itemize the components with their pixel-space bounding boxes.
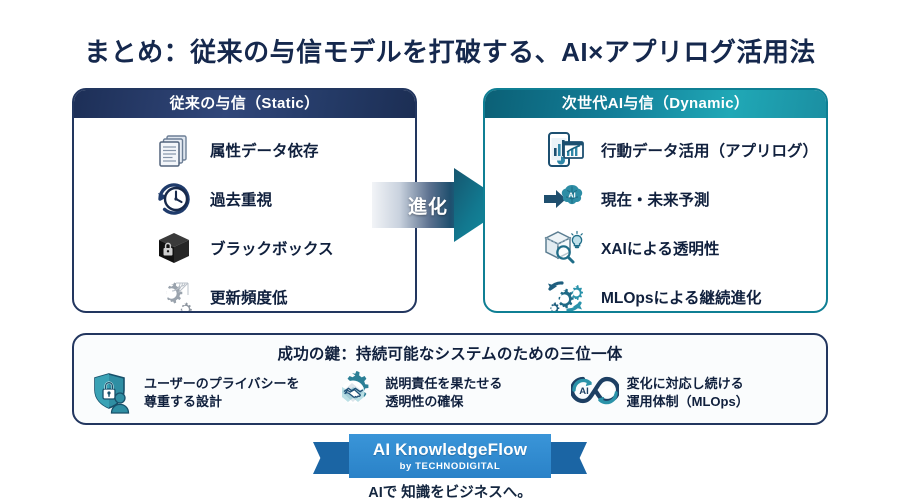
list-item-label: MLOpsによる継続進化 — [601, 289, 762, 307]
clock-rewind-icon — [152, 178, 196, 220]
black-box-lock-icon — [152, 227, 196, 269]
infinity-ai-cloud-icon: AI — [570, 370, 619, 416]
brand-name: AI KnowledgeFlow — [372, 440, 528, 459]
arrow-tail — [372, 182, 464, 228]
arrow-label: 進化 — [407, 196, 448, 218]
list-item-label: 行動データ活用（アプリログ） — [601, 143, 819, 161]
list-item: AI 変化に対応し続ける 運用体制（MLOps） — [570, 370, 812, 416]
success-keys-panel: 成功の鍵：持続可能なシステムのための三位一体 — [72, 333, 828, 425]
list-item: 過去重視 — [74, 177, 415, 221]
ai-credit-panel: 次世代AI与信（Dynamic） — [483, 88, 828, 313]
ai-panel-heading: 次世代AI与信（Dynamic） — [485, 90, 826, 118]
legacy-credit-panel: 従来の与信（Static） 属性データ依存 — [72, 88, 417, 313]
list-item-label: 属性データ依存 — [210, 143, 319, 161]
smartphone-analytics-icon — [543, 129, 587, 171]
list-item: AI 現在・未来予測 — [485, 177, 826, 221]
pillar-text: ユーザーのプライバシーを 尊重する設計 — [144, 375, 299, 410]
transparent-cube-magnifier-icon — [543, 227, 587, 269]
svg-text:AI: AI — [579, 386, 589, 397]
gears-cobweb-icon — [152, 276, 196, 311]
gear-handshake-icon — [329, 370, 377, 416]
pillar-line-1: ユーザーのプライバシーを — [144, 376, 300, 392]
list-item: ユーザーのプライバシーを 尊重する設計 — [88, 370, 329, 416]
pillars-row: ユーザーのプライバシーを 尊重する設計 — [74, 370, 826, 416]
pillar-line-2: 透明性の確保 — [385, 394, 464, 409]
pillar-line-1: 説明責任を果たせる — [385, 376, 503, 392]
footer-ribbon: AI KnowledgeFlow by TECHNODIGITAL AIで 知識… — [0, 434, 900, 502]
list-item-label: XAIによる透明性 — [601, 240, 720, 258]
ai-brain-icon: AI — [543, 178, 587, 220]
ribbon-banner: AI KnowledgeFlow by TECHNODIGITAL — [349, 434, 551, 478]
list-item: ブラックボックス — [74, 226, 415, 270]
list-item: MLOpsによる継続進化 — [485, 275, 826, 311]
list-item-label: 現在・未来予測 — [601, 192, 710, 210]
legacy-panel-heading: 従来の与信（Static） — [74, 90, 415, 118]
pillar-line-1: 変化に対応し続ける — [626, 376, 744, 392]
pillar-line-2: 尊重する設計 — [144, 394, 223, 409]
ai-panel-body: 行動データ活用（アプリログ） AI 現在・未 — [485, 118, 826, 311]
list-item-label: 過去重視 — [210, 192, 273, 210]
list-item: 説明責任を果たせる 透明性の確保 — [329, 370, 570, 416]
gears-cycle-icon — [543, 276, 587, 311]
list-item: 属性データ依存 — [74, 128, 415, 172]
brand-byline: by TECHNODIGITAL — [399, 461, 501, 472]
page-title: まとめ：従来の与信モデルを打破する、AI×アプリログ活用法 — [84, 37, 816, 67]
list-item: 行動データ活用（アプリログ） — [485, 128, 826, 172]
list-item-label: ブラックボックス — [210, 240, 334, 258]
documents-icon — [152, 129, 196, 171]
success-keys-heading: 成功の鍵：持続可能なシステムのための三位一体 — [277, 346, 623, 363]
pillar-text: 説明責任を果たせる 透明性の確保 — [385, 375, 502, 410]
footer-tagline: AIで 知識をビジネスへ。 — [368, 485, 532, 501]
list-item-label: 更新頻度低 — [210, 289, 288, 307]
pillar-text: 変化に対応し続ける 運用体制（MLOps） — [627, 375, 749, 410]
shield-lock-user-icon — [88, 370, 136, 416]
svg-text:AI: AI — [568, 191, 576, 200]
legacy-panel-body: 属性データ依存 過去重視 — [74, 118, 415, 311]
list-item: XAIによる透明性 — [485, 226, 826, 270]
list-item: 更新頻度低 — [74, 275, 415, 311]
pillar-line-2: 運用体制（MLOps） — [626, 394, 749, 409]
